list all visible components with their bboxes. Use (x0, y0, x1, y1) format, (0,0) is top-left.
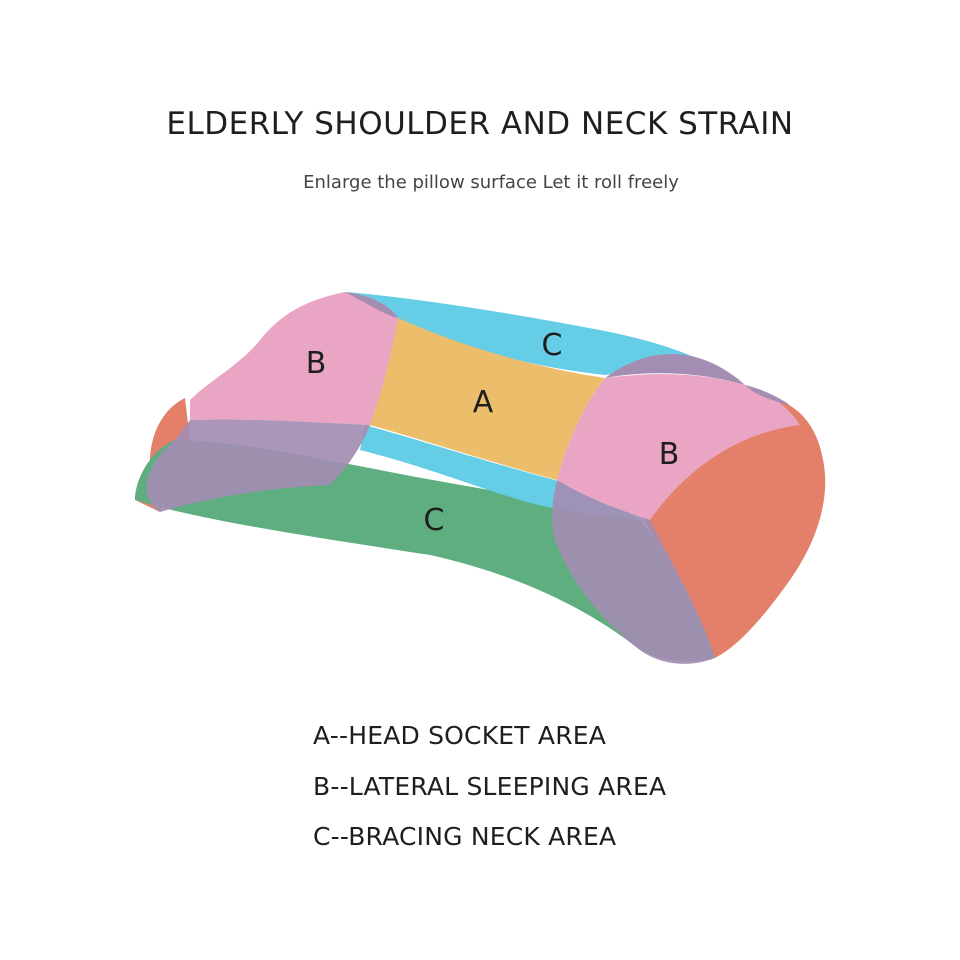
zone-label-c-front: C (424, 503, 445, 538)
legend-item-lateral-sleeping: B--LATERAL SLEEPING AREA (313, 769, 666, 820)
zone-label-a: A (473, 385, 494, 420)
zone-label-b-left: B (306, 346, 327, 381)
zone-label-b-right: B (659, 437, 680, 472)
legend-item-bracing-neck: C--BRACING NECK AREA (313, 819, 666, 870)
pillow-left-lateral (190, 292, 398, 425)
legend-item-head-socket: A--HEAD SOCKET AREA (313, 718, 666, 769)
zone-legend: A--HEAD SOCKET AREA B--LATERAL SLEEPING … (313, 718, 666, 870)
zone-label-c-top: C (542, 328, 563, 363)
